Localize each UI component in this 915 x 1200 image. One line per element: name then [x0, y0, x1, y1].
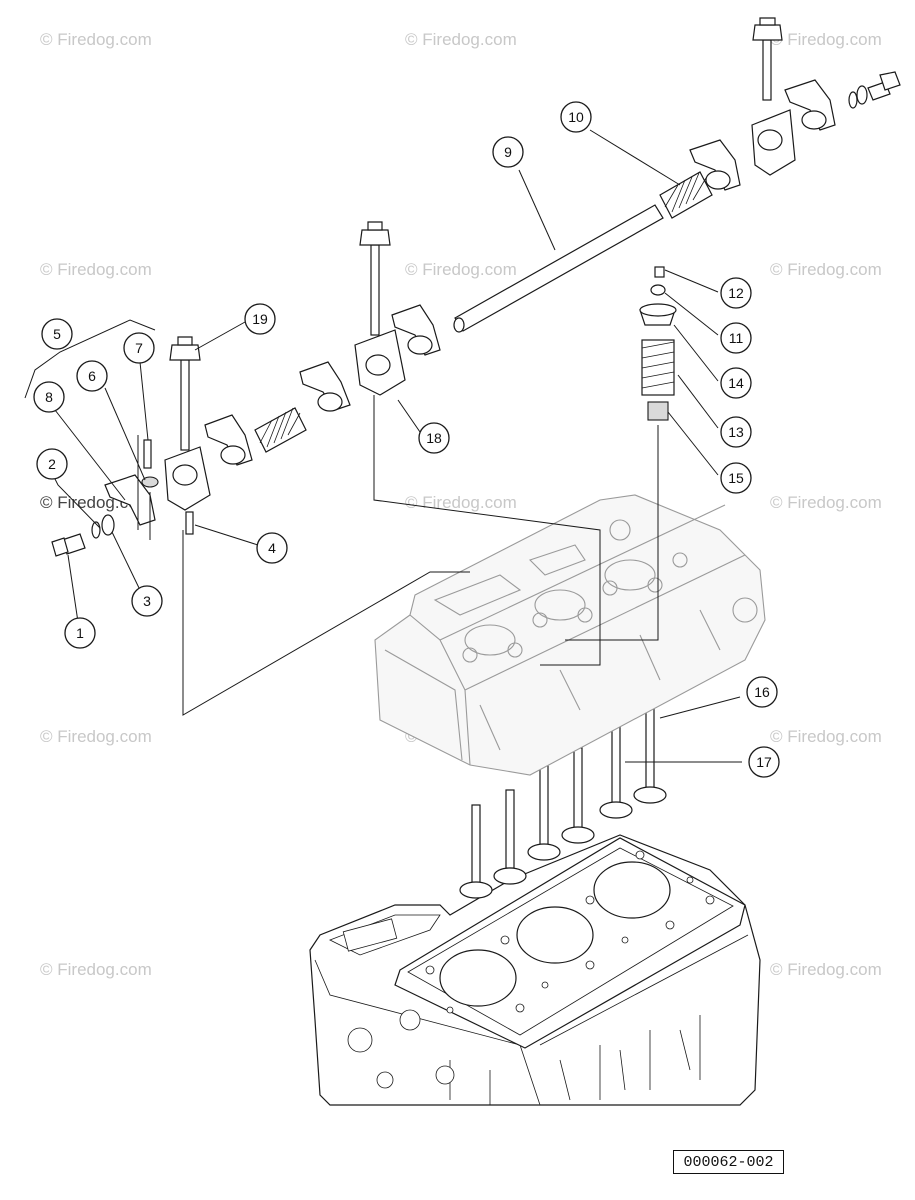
valve [527, 764, 561, 861]
callout-14: 14 [720, 367, 752, 399]
svg-text:9: 9 [504, 144, 512, 160]
svg-text:6: 6 [88, 368, 96, 384]
watermark: © Firedog.com [770, 260, 882, 279]
valve [493, 789, 527, 885]
leader-lines [24, 129, 742, 763]
svg-text:17: 17 [756, 754, 772, 770]
callout-18: 18 [418, 422, 450, 454]
svg-text:18: 18 [426, 430, 442, 446]
valve [633, 704, 667, 804]
svg-text:12: 12 [728, 285, 744, 301]
svg-text:15: 15 [728, 470, 744, 486]
valve [561, 747, 595, 844]
svg-text:4: 4 [268, 540, 276, 556]
callout-1: 1 [64, 617, 96, 649]
callout-13: 13 [720, 416, 752, 448]
alignment-lines [137, 395, 659, 716]
watermark: © Firedog.com [405, 260, 517, 279]
callout-16: 16 [746, 676, 778, 708]
watermark: © Firedog.com [770, 30, 882, 49]
callout-19: 19 [244, 303, 276, 335]
head-gasket [394, 837, 746, 1049]
callout-4: 4 [256, 532, 288, 564]
valve [599, 721, 633, 819]
callout-11: 11 [720, 322, 752, 354]
svg-text:5: 5 [53, 326, 61, 342]
callout-8: 8 [33, 381, 65, 413]
callout-17: 17 [748, 746, 780, 778]
svg-text:14: 14 [728, 375, 744, 391]
callout-3: 3 [131, 585, 163, 617]
svg-text:7: 7 [135, 340, 143, 356]
svg-text:11: 11 [729, 330, 744, 346]
svg-text:16: 16 [754, 684, 770, 700]
callout-7: 7 [123, 332, 155, 364]
callout-2: 2 [36, 448, 68, 480]
spring [254, 407, 307, 453]
watermark: © Firedog.com [405, 493, 517, 512]
rocker-assembly [51, 17, 901, 557]
callout-9: 9 [492, 136, 524, 168]
watermark: © Firedog.com [40, 960, 152, 979]
callout-5: 5 [41, 318, 73, 350]
svg-text:10: 10 [568, 109, 584, 125]
spring [659, 171, 713, 219]
watermark: © Firedog.com [770, 727, 882, 746]
svg-text:1: 1 [76, 625, 84, 641]
watermark: © Firedog.com [40, 30, 152, 49]
watermark: © Firedog.com [770, 493, 882, 512]
callout-12: 12 [720, 277, 752, 309]
cylinder-head [374, 494, 766, 776]
callout-10: 10 [560, 101, 592, 133]
valve [459, 804, 493, 899]
callout-15: 15 [720, 462, 752, 494]
svg-text:19: 19 [252, 311, 268, 327]
callout-6: 6 [76, 360, 108, 392]
watermark: © Firedog.com [770, 960, 882, 979]
svg-text:2: 2 [48, 456, 56, 472]
valves [459, 704, 667, 899]
reference-number: 000062-002 [673, 1150, 784, 1174]
svg-text:13: 13 [728, 424, 744, 440]
watermarks: © Firedog.com © Firedog.com © Firedog.co… [40, 30, 882, 979]
watermark: © Firedog.com [405, 30, 517, 49]
watermark: © Firedog.com [40, 727, 152, 746]
svg-text:8: 8 [45, 389, 53, 405]
callouts: 1 2 3 4 5 6 7 8 9 10 11 [33, 101, 780, 778]
spring [641, 339, 675, 396]
svg-text:3: 3 [143, 593, 151, 609]
watermark: © Firedog.com [40, 260, 152, 279]
